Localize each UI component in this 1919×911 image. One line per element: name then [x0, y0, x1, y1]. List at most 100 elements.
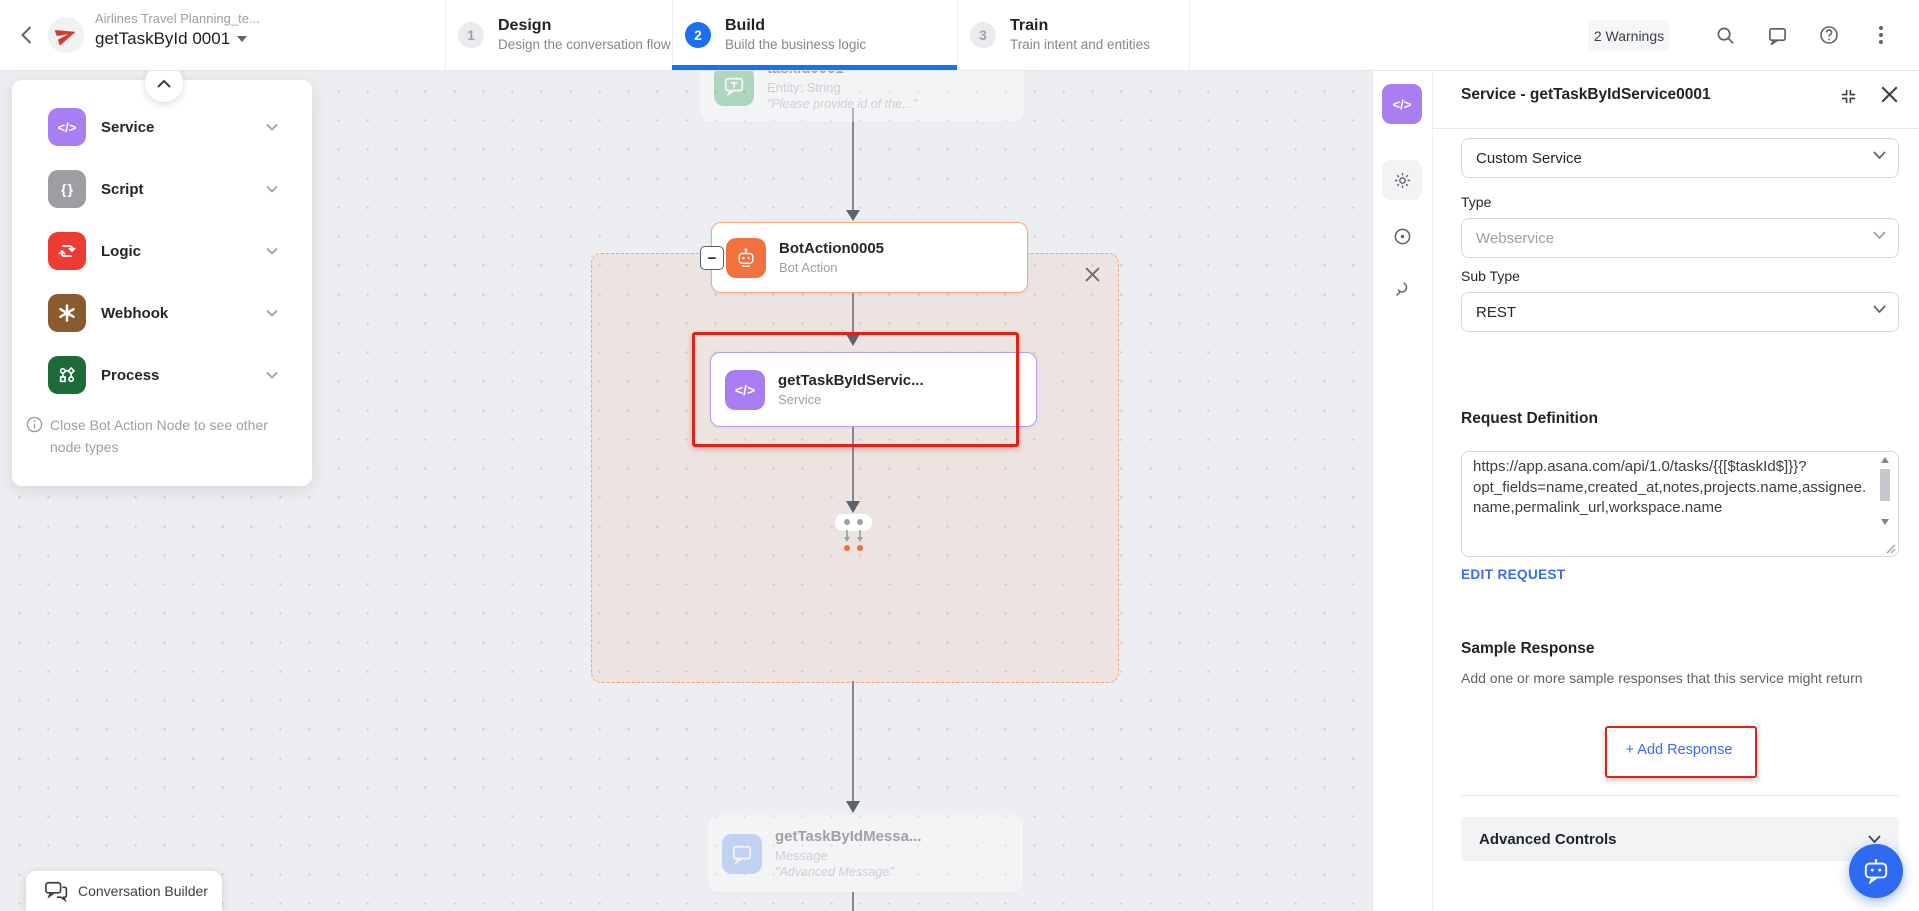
- request-url: https://app.asana.com/api/1.0/tasks/{{[$…: [1473, 458, 1867, 516]
- node-quote: "Please provide id of the...": [767, 97, 917, 111]
- node-subtitle: Message: [775, 847, 828, 863]
- tab-design[interactable]: 1 Design Design the conversation flow: [445, 0, 672, 70]
- service-type-select[interactable]: Custom Service: [1461, 138, 1899, 178]
- step-subtitle: Train intent and entities: [1010, 37, 1150, 52]
- panel-tab-gear-icon[interactable]: [1382, 160, 1422, 200]
- type-value: Webservice: [1476, 229, 1555, 247]
- textarea-scrollbar[interactable]: [1878, 455, 1892, 543]
- bot-chat-icon: [1864, 859, 1888, 884]
- loop-icon: [48, 232, 86, 270]
- chevron-down-icon: [266, 185, 278, 193]
- palette-item-label: Script: [101, 180, 144, 198]
- chevron-down-icon: [1873, 305, 1886, 313]
- chevron-down-icon: [266, 123, 278, 131]
- advanced-controls-label: Advanced Controls: [1479, 830, 1617, 848]
- panel-header-divider: [1433, 128, 1919, 129]
- collapse-bot-action-button[interactable]: −: [700, 246, 724, 270]
- palette-item-webhook[interactable]: Webhook: [0, 285, 300, 341]
- palette-item-logic[interactable]: Logic: [0, 223, 300, 279]
- subtype-value: REST: [1476, 303, 1517, 321]
- info-icon: [26, 416, 43, 433]
- kebab-menu-icon[interactable]: [1869, 23, 1893, 47]
- bot-avatar: [48, 17, 84, 53]
- panel-tab-connector-icon[interactable]: [1382, 270, 1422, 310]
- chevron-down-icon: [266, 371, 278, 379]
- entity-icon: [714, 66, 754, 106]
- node-palette: [12, 80, 312, 486]
- task-title-dropdown[interactable]: getTaskById 0001: [95, 29, 248, 49]
- service-type-value: Custom Service: [1476, 149, 1582, 167]
- warnings-button[interactable]: 2 Warnings: [1588, 20, 1670, 51]
- resize-handle-icon[interactable]: [1885, 543, 1896, 554]
- chevron-down-icon: [1873, 231, 1886, 239]
- node-service-selected[interactable]: </> getTaskByIdServic... Service: [710, 352, 1037, 427]
- node-title: getTaskByIdServic...: [778, 372, 924, 389]
- scroll-up-icon[interactable]: [1878, 455, 1892, 465]
- chevron-down-icon: [266, 309, 278, 317]
- step-number: 1: [458, 22, 484, 48]
- chat-assistant-fab[interactable]: [1849, 844, 1903, 898]
- active-tab-indicator: [672, 65, 957, 70]
- node-title: getTaskByIdMessa...: [775, 827, 922, 845]
- scrollbar-thumb[interactable]: [1880, 469, 1890, 501]
- node-bot-action[interactable]: BotAction0005 Bot Action: [711, 222, 1028, 293]
- palette-item-label: Logic: [101, 242, 141, 260]
- message-icon: [722, 833, 762, 874]
- app-subtitle: Airlines Travel Planning_te...: [95, 11, 260, 26]
- palette-item-script[interactable]: { } Script: [0, 161, 300, 217]
- type-label: Type: [1461, 194, 1492, 210]
- node-subtitle: Entity: String: [767, 80, 841, 95]
- chevron-down-icon: [1873, 151, 1886, 159]
- palette-item-label: Process: [101, 366, 160, 384]
- chevron-down-icon: [1868, 835, 1881, 843]
- top-bar: Airlines Travel Planning_te... getTaskBy…: [0, 0, 1919, 71]
- palette-item-service[interactable]: </> Service: [0, 99, 300, 155]
- tab-build[interactable]: 2 Build Build the business logic: [672, 0, 957, 70]
- node-subtitle: Service: [778, 392, 822, 407]
- service-properties-panel: </> Service - getTaskByIdService0001: [1372, 70, 1919, 911]
- scroll-down-icon[interactable]: [1878, 517, 1892, 527]
- close-bot-action-icon[interactable]: [1080, 262, 1104, 286]
- step-title: Build: [725, 17, 765, 34]
- badge-label: Conversation Builder: [78, 883, 208, 899]
- back-icon[interactable]: [14, 23, 38, 47]
- subtype-label: Sub Type: [1461, 268, 1520, 284]
- search-icon[interactable]: [1713, 23, 1737, 47]
- close-panel-icon[interactable]: [1881, 86, 1898, 103]
- palette-item-process[interactable]: Process: [0, 347, 300, 403]
- bot-action-expanded-container: [591, 253, 1119, 683]
- node-title: BotAction0005: [779, 240, 885, 257]
- node-message[interactable]: getTaskByIdMessa... Message "Advanced Me…: [708, 815, 1023, 892]
- collapse-panel-icon[interactable]: [1840, 88, 1857, 105]
- step-title: Train: [1010, 17, 1049, 34]
- step-title: Design: [498, 17, 552, 34]
- comment-icon[interactable]: [1765, 23, 1789, 47]
- help-icon[interactable]: [1817, 23, 1841, 47]
- bot-action-icon: [726, 237, 766, 278]
- code-icon: </>: [725, 369, 765, 410]
- type-select[interactable]: Webservice: [1461, 218, 1899, 258]
- sample-response-heading: Sample Response: [1461, 640, 1595, 657]
- step-subtitle: Build the business logic: [725, 37, 867, 52]
- add-response-button[interactable]: + Add Response: [1610, 729, 1748, 771]
- step-number: 2: [685, 22, 711, 48]
- palette-note: Close Bot Action Node to see other node …: [50, 417, 268, 455]
- node-subtitle: Bot Action: [779, 260, 838, 275]
- edit-request-link[interactable]: EDIT REQUEST: [1461, 567, 1566, 582]
- tab-train[interactable]: 3 Train Train intent and entities: [957, 0, 1190, 70]
- panel-tab-code-icon[interactable]: </>: [1382, 84, 1422, 124]
- advanced-controls-header[interactable]: Advanced Controls: [1461, 817, 1899, 861]
- conversation-builder-badge[interactable]: Conversation Builder: [26, 871, 222, 911]
- node-quote: "Advanced Message": [775, 864, 894, 879]
- chevron-down-icon: [266, 247, 278, 255]
- caret-down-icon: [237, 36, 248, 42]
- section-divider: [1461, 795, 1899, 796]
- process-flow-icon: [48, 356, 86, 394]
- panel-title: Service - getTaskByIdService0001: [1461, 86, 1711, 103]
- request-definition-textarea[interactable]: https://app.asana.com/api/1.0/tasks/{{[$…: [1461, 451, 1899, 557]
- subtype-select[interactable]: REST: [1461, 292, 1899, 332]
- panel-tab-target-icon[interactable]: [1382, 216, 1422, 256]
- palette-item-label: Webhook: [101, 304, 169, 322]
- task-title: getTaskById 0001: [95, 29, 231, 48]
